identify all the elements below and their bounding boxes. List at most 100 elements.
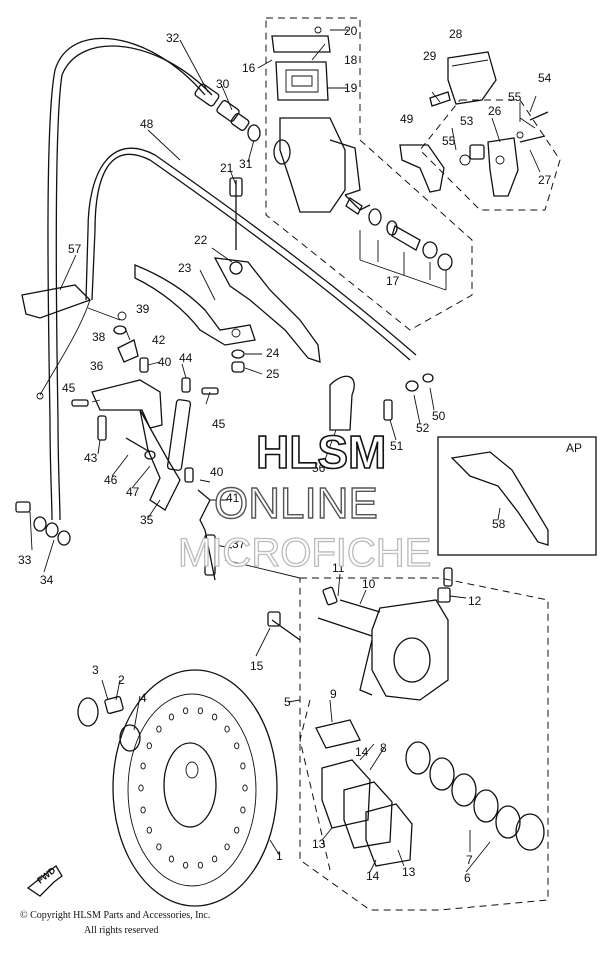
watermark-line2: ONLINE xyxy=(214,479,378,528)
callout-13a: 13 xyxy=(312,837,326,851)
callout-39: 39 xyxy=(136,302,150,316)
spring-42 xyxy=(117,339,139,363)
callout-17: 17 xyxy=(386,274,400,288)
callout-22: 22 xyxy=(194,233,208,247)
callout-24: 24 xyxy=(266,346,280,360)
link-49 xyxy=(399,144,445,193)
callout-16: 16 xyxy=(242,61,256,75)
callout-12: 12 xyxy=(468,594,482,608)
callout-14a: 14 xyxy=(355,745,369,759)
watermark: HLSM ONLINE MICROFICHE xyxy=(177,425,432,575)
fwd-arrow-icon: FWD xyxy=(26,865,63,897)
callout-2: 2 xyxy=(118,673,125,687)
callout-57: 57 xyxy=(68,242,82,256)
disc-hole xyxy=(240,806,246,814)
disc-hole xyxy=(156,843,162,851)
callout-50: 50 xyxy=(432,409,446,423)
master-cylinder-outline xyxy=(265,17,473,331)
callout-56: 56 xyxy=(312,461,326,475)
assembly-outlines xyxy=(224,17,561,911)
shim-9 xyxy=(315,719,361,749)
washer-24 xyxy=(231,349,245,359)
callout-29: 29 xyxy=(423,49,437,63)
disc-hole xyxy=(224,725,230,733)
ap-inset-label: AP xyxy=(566,441,582,455)
bolts-43-46 xyxy=(71,357,219,581)
callout-47: 47 xyxy=(126,485,140,499)
pedal-36 xyxy=(91,311,192,511)
copyright-line1: © Copyright HLSM Parts and Accessories, … xyxy=(20,910,210,921)
disc-hole xyxy=(234,826,240,834)
clamp-57 xyxy=(21,284,92,319)
disc-hole xyxy=(234,742,240,750)
callout-55a: 55 xyxy=(508,90,522,104)
ap-inset-frame xyxy=(437,436,597,556)
callout-58: 58 xyxy=(492,517,506,531)
callout-36: 36 xyxy=(90,359,104,373)
disc-hole xyxy=(146,826,152,834)
callout-10: 10 xyxy=(362,577,376,591)
leader-lines xyxy=(29,29,541,873)
callout-11: 11 xyxy=(332,561,345,575)
disc-hole xyxy=(211,855,218,863)
callout-8: 8 xyxy=(380,741,387,755)
callout-31: 31 xyxy=(239,157,253,171)
callout-9: 9 xyxy=(330,687,337,701)
callout-27: 27 xyxy=(538,173,552,187)
disc-hole xyxy=(224,843,230,851)
callout-33: 33 xyxy=(18,553,32,567)
master-cylinder xyxy=(271,26,371,213)
callout-7: 7 xyxy=(466,853,473,867)
hose-48 xyxy=(91,153,411,361)
callout-44: 44 xyxy=(179,351,193,365)
fitting-30 xyxy=(194,83,261,142)
bracket-23 xyxy=(134,264,256,346)
callout-4: 4 xyxy=(140,691,147,705)
callout-32: 32 xyxy=(166,31,180,45)
callout-18: 18 xyxy=(344,53,358,67)
callout-45b: 45 xyxy=(212,417,226,431)
reflector-56 xyxy=(329,375,355,431)
disc-hole xyxy=(197,707,204,715)
nut-25 xyxy=(231,361,245,373)
disc-hole xyxy=(140,762,146,770)
disc-hole xyxy=(168,713,175,721)
pedal-arm-35 xyxy=(139,409,181,511)
pistons-7 xyxy=(405,741,545,851)
callout-6: 6 xyxy=(464,871,471,885)
callout-40a: 40 xyxy=(158,355,172,369)
callout-26: 26 xyxy=(488,104,502,118)
disc-parts-2-4 xyxy=(77,695,141,752)
callout-numbers: 32 30 31 48 21 22 23 24 25 20 18 19 16 1… xyxy=(18,24,552,885)
pads-13-14 xyxy=(315,719,413,867)
callout-5: 5 xyxy=(284,695,291,709)
disc-hole xyxy=(240,762,246,770)
callout-42: 42 xyxy=(152,333,166,347)
callout-48: 48 xyxy=(140,117,154,131)
cable-end xyxy=(39,299,91,396)
caliper-assembly xyxy=(267,567,453,701)
callout-34: 34 xyxy=(40,573,54,587)
disc-holes xyxy=(138,707,248,869)
caliper-outline xyxy=(299,577,549,911)
callout-49: 49 xyxy=(400,112,414,126)
callout-37: 37 xyxy=(232,537,246,551)
callout-46: 46 xyxy=(104,473,118,487)
callout-1: 1 xyxy=(276,849,283,863)
lever-58 xyxy=(450,451,549,546)
callout-20: 20 xyxy=(344,24,358,38)
callout-14b: 14 xyxy=(366,869,380,883)
callout-23: 23 xyxy=(178,261,192,275)
disc-hole xyxy=(168,855,175,863)
bolts-50-52 xyxy=(383,373,434,421)
ap-inset xyxy=(437,436,597,556)
callout-3: 3 xyxy=(92,663,99,677)
lever-22 xyxy=(213,177,321,363)
hoses xyxy=(36,37,417,521)
disc-hole xyxy=(197,861,204,869)
disc-hole xyxy=(182,861,189,869)
callout-19: 19 xyxy=(344,81,358,95)
callout-28: 28 xyxy=(449,27,463,41)
